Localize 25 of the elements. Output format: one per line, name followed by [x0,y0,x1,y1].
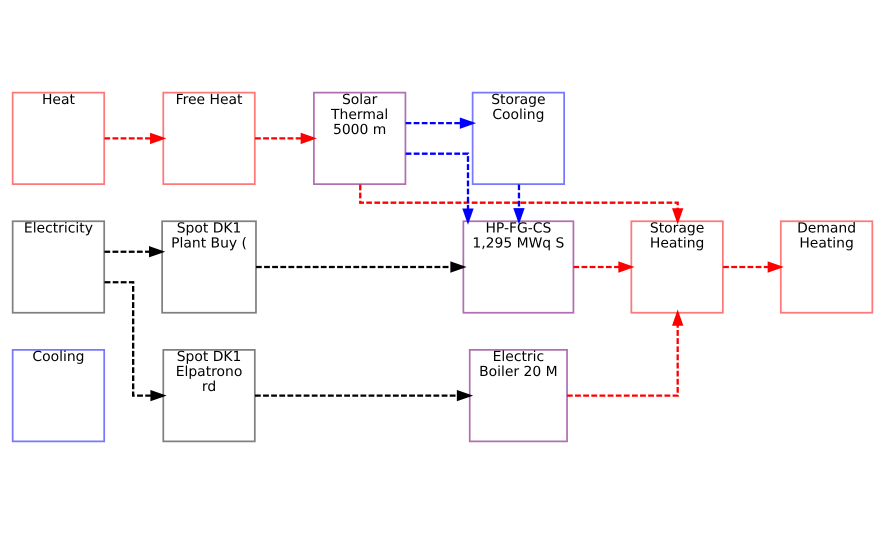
arrow [104,132,166,144]
node-box: Electric Boiler 20 M [468,348,568,442]
arrow [255,132,317,144]
node-box: HP-FG-CS 1,295 MWq S [462,220,574,314]
node-box: Free Heat [162,92,256,186]
node-box: Heat [12,92,106,186]
arrow [406,117,476,129]
arrow [513,184,525,224]
arrow [104,246,166,258]
node-box: Cooling [12,348,106,442]
arrow [573,261,635,273]
arrow [406,152,474,225]
node-box: Solar Thermal 5000 m [313,92,406,186]
arrow [359,184,684,224]
arrow [104,281,167,402]
node-box: Spot DK1 Plant Buy ( [161,220,257,314]
node-box: Storage Heating [630,220,724,314]
arrow [567,310,684,397]
arrow [723,261,784,273]
node-box: Electricity [12,220,106,314]
node-box: Spot DK1 Elpatrono rd [162,348,256,442]
node-box: Storage Cooling [472,92,566,186]
arrow [255,390,474,402]
node-box: Demand Heating [780,220,874,314]
arrow [256,261,467,273]
